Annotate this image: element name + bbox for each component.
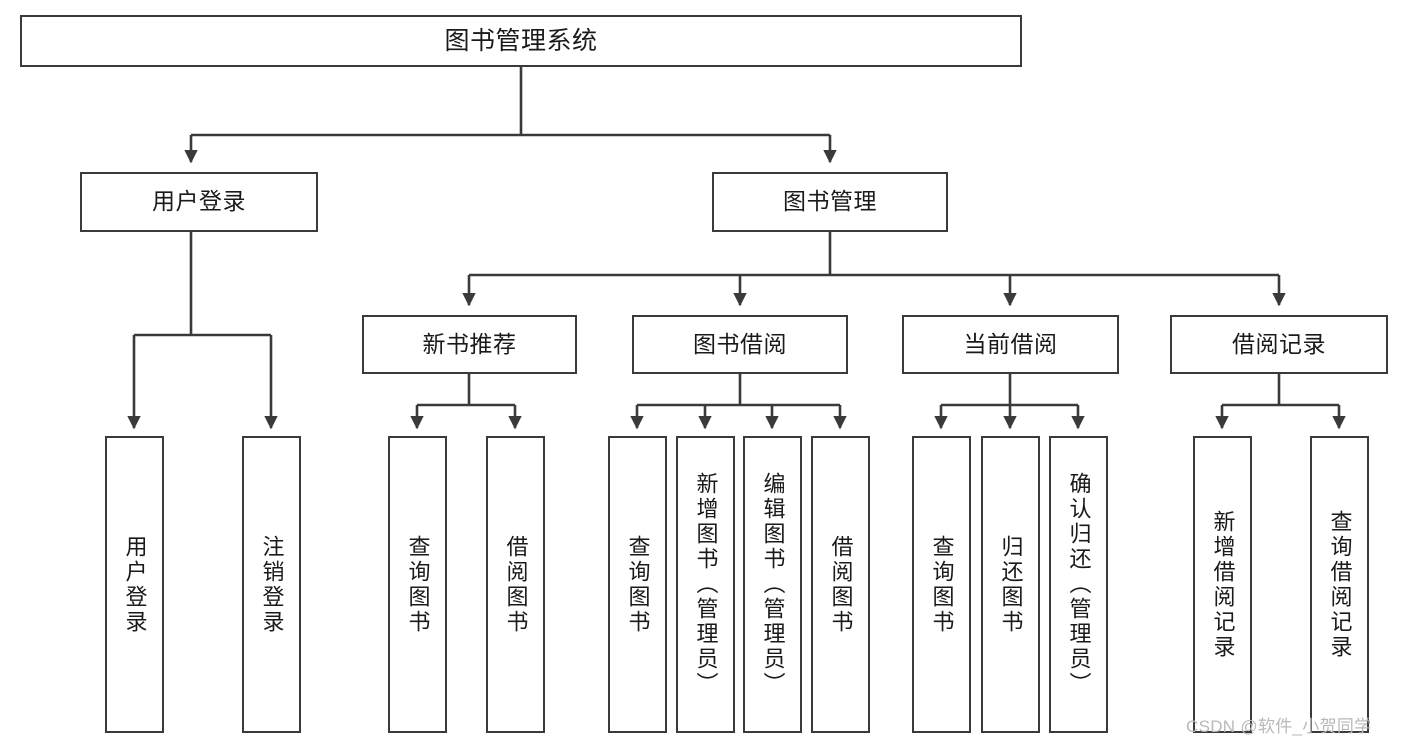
leaf-current-query-book[interactable]: 查询图书 bbox=[912, 436, 971, 733]
leaf-recommend-borrow-book[interactable]: 借阅图书 bbox=[486, 436, 545, 733]
leaf-borrow-edit-book-admin-label: 编辑图书（管理员） bbox=[760, 472, 786, 697]
leaf-borrow-borrow-book[interactable]: 借阅图书 bbox=[811, 436, 870, 733]
leaf-recommend-query-book[interactable]: 查询图书 bbox=[388, 436, 447, 733]
node-new-book-recommend[interactable]: 新书推荐 bbox=[362, 315, 577, 374]
leaf-record-query-record-label: 查询借阅记录 bbox=[1327, 509, 1353, 660]
csdn-watermark: CSDN @软件_小贺同学 bbox=[1186, 717, 1372, 736]
leaf-user-login-logout-label: 注销登录 bbox=[259, 534, 285, 635]
node-borrow-record[interactable]: 借阅记录 bbox=[1170, 315, 1388, 374]
leaf-user-login-login[interactable]: 用户登录 bbox=[105, 436, 164, 733]
leaf-borrow-query-book[interactable]: 查询图书 bbox=[608, 436, 667, 733]
node-book-borrow[interactable]: 图书借阅 bbox=[632, 315, 848, 374]
leaf-borrow-query-book-label: 查询图书 bbox=[625, 534, 651, 635]
leaf-recommend-query-book-label: 查询图书 bbox=[405, 534, 431, 635]
leaf-record-add-record-label: 新增借阅记录 bbox=[1210, 509, 1236, 660]
leaf-user-login-login-label: 用户登录 bbox=[122, 534, 148, 635]
leaf-current-confirm-return-admin-label: 确认归还（管理员） bbox=[1066, 472, 1092, 697]
leaf-borrow-add-book-admin[interactable]: 新增图书（管理员） bbox=[676, 436, 735, 733]
leaf-current-return-book-label: 归还图书 bbox=[998, 534, 1024, 635]
node-user-login[interactable]: 用户登录 bbox=[80, 172, 318, 232]
leaf-record-add-record[interactable]: 新增借阅记录 bbox=[1193, 436, 1252, 733]
node-new-book-recommend-label: 新书推荐 bbox=[422, 330, 517, 357]
node-root-system[interactable]: 图书管理系统 bbox=[20, 15, 1022, 67]
leaf-borrow-edit-book-admin[interactable]: 编辑图书（管理员） bbox=[743, 436, 802, 733]
node-root-system-label: 图书管理系统 bbox=[444, 27, 598, 55]
node-book-borrow-label: 图书借阅 bbox=[693, 330, 787, 357]
node-user-login-label: 用户登录 bbox=[152, 188, 246, 215]
leaf-borrow-add-book-admin-label: 新增图书（管理员） bbox=[693, 472, 719, 697]
node-current-borrow[interactable]: 当前借阅 bbox=[902, 315, 1119, 374]
leaf-user-login-logout[interactable]: 注销登录 bbox=[242, 436, 301, 733]
node-current-borrow-label: 当前借阅 bbox=[963, 330, 1058, 357]
leaf-current-query-book-label: 查询图书 bbox=[929, 534, 955, 635]
node-book-management[interactable]: 图书管理 bbox=[712, 172, 948, 232]
node-book-management-label: 图书管理 bbox=[783, 188, 877, 215]
leaf-recommend-borrow-book-label: 借阅图书 bbox=[503, 534, 529, 635]
leaf-borrow-borrow-book-label: 借阅图书 bbox=[828, 534, 854, 635]
leaf-current-return-book[interactable]: 归还图书 bbox=[981, 436, 1040, 733]
leaf-current-confirm-return-admin[interactable]: 确认归还（管理员） bbox=[1049, 436, 1108, 733]
leaf-record-query-record[interactable]: 查询借阅记录 bbox=[1310, 436, 1369, 733]
node-borrow-record-label: 借阅记录 bbox=[1232, 330, 1326, 357]
